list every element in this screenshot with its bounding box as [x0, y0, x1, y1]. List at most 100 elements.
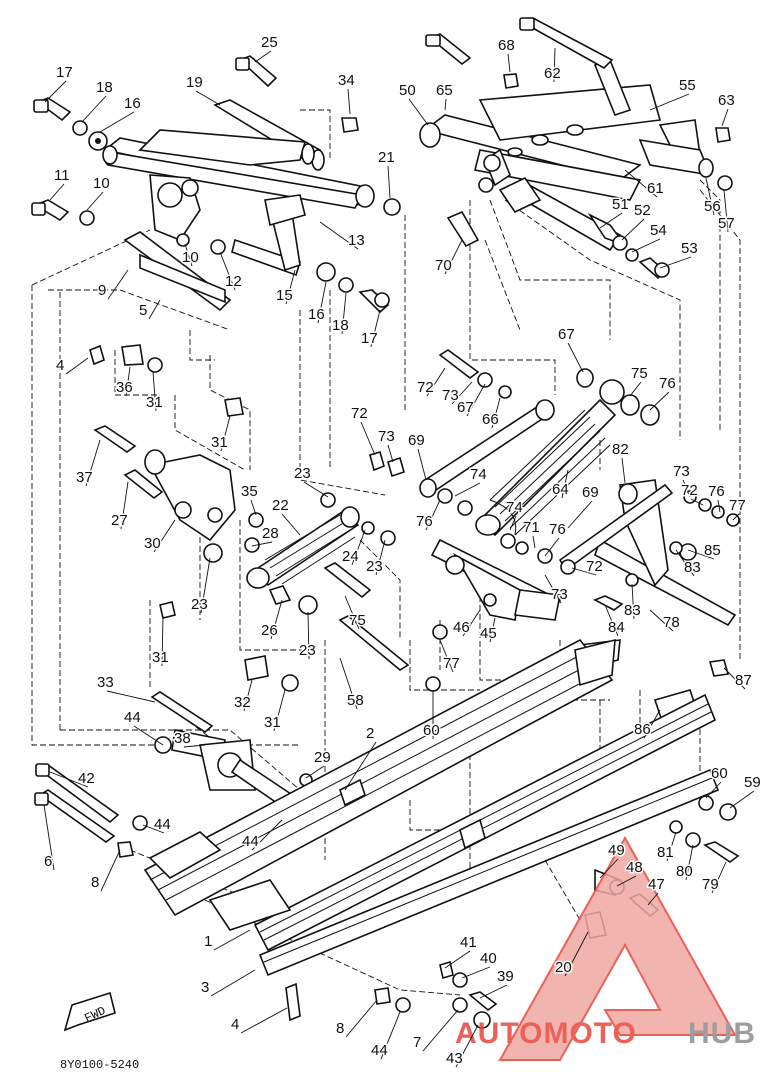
part-callout-41: 41: [460, 934, 477, 951]
callout-leader: [567, 342, 584, 373]
part-callout-19: 19: [186, 74, 203, 91]
part-callout-87: 87: [735, 672, 752, 689]
callout-leader: [281, 513, 301, 536]
callout-leader: [370, 309, 381, 348]
callout-leader: [599, 858, 619, 879]
part-callout-31: 31: [211, 434, 228, 451]
callout-leader: [426, 367, 446, 397]
part-callout-43: 43: [446, 1050, 463, 1067]
callout-leader: [532, 535, 536, 549]
callout-leader: [491, 397, 501, 429]
watermark-text-red: AUTOMOTO: [455, 1017, 637, 1050]
callout-leader: [148, 299, 161, 320]
callout-leader: [251, 819, 283, 851]
callout-leader: [544, 537, 560, 557]
callout-leader: [489, 617, 496, 643]
callout-leader: [107, 269, 129, 300]
part-callout-18: 18: [96, 79, 113, 96]
part-callout-17: 17: [361, 330, 378, 347]
part-callout-29: 29: [314, 749, 331, 766]
callout-leader: [49, 771, 89, 788]
callout-leader: [721, 108, 729, 127]
part-callout-72: 72: [351, 405, 368, 422]
callout-leader: [732, 513, 740, 521]
callout-leader: [723, 189, 729, 233]
part-callout-5: 5: [139, 302, 147, 319]
part-callout-21: 21: [378, 149, 395, 166]
part-callout-3: 3: [201, 979, 209, 996]
part-callout-23: 23: [299, 642, 316, 659]
part-callout-72: 72: [417, 379, 434, 396]
part-callout-65: 65: [436, 82, 453, 99]
part-callout-17: 17: [56, 64, 73, 81]
part-callout-33: 33: [97, 674, 114, 691]
callout-leader: [567, 500, 593, 529]
part-callout-1: 1: [204, 933, 212, 950]
callout-leader: [133, 725, 164, 746]
part-callout-20: 20: [555, 959, 572, 976]
part-callout-4: 4: [56, 357, 64, 374]
watermark-text-gray: HUB: [688, 1017, 756, 1050]
callout-leader: [479, 984, 508, 999]
part-callout-59: 59: [744, 774, 761, 791]
callout-leader: [705, 177, 715, 216]
callout-leader: [507, 53, 511, 73]
part-callout-58: 58: [347, 692, 364, 709]
part-callout-70: 70: [435, 257, 452, 274]
callout-leader: [240, 1007, 288, 1034]
rear-upper-arm-assembly: [419, 59, 714, 252]
part-callout-16: 16: [124, 95, 141, 112]
part-callout-9: 9: [98, 282, 106, 299]
fwd-direction-indicator: FWD: [63, 991, 116, 1032]
part-callout-84: 84: [608, 619, 625, 636]
callout-leader: [649, 93, 690, 111]
part-callout-42: 42: [78, 770, 95, 787]
part-callout-16: 16: [308, 306, 325, 323]
part-callout-31: 31: [264, 714, 281, 731]
part-callout-79: 79: [702, 876, 719, 893]
part-callout-4: 4: [231, 1016, 239, 1033]
part-callout-54: 54: [650, 222, 667, 239]
part-callout-48: 48: [626, 859, 643, 876]
part-callout-75: 75: [631, 365, 648, 382]
callout-leader: [153, 519, 176, 553]
callout-leader: [341, 292, 347, 335]
callout-leader: [360, 421, 376, 456]
callout-leader: [285, 269, 296, 305]
callout-leader: [100, 849, 121, 892]
automotohub-watermark: AUTOMOTO HUB: [455, 835, 756, 1061]
part-callout-10: 10: [93, 175, 110, 192]
callout-leader: [220, 415, 231, 452]
front-mount-bracket: [93, 397, 264, 563]
callout-leader: [152, 371, 157, 412]
callout-leader: [351, 529, 366, 566]
part-callout-51: 51: [612, 196, 629, 213]
part-callout-46: 46: [453, 619, 470, 636]
callout-leader: [649, 609, 674, 632]
part-callout-67: 67: [457, 399, 474, 416]
callout-leader: [251, 541, 273, 547]
part-callout-57: 57: [718, 215, 735, 232]
callout-leader: [455, 1024, 479, 1068]
part-callout-83: 83: [624, 602, 641, 619]
part-callout-82: 82: [612, 441, 629, 458]
part-callout-76: 76: [708, 483, 725, 500]
callout-leader: [544, 574, 562, 604]
part-callout-24: 24: [342, 548, 359, 565]
part-callout-12: 12: [225, 273, 242, 290]
callout-leader: [621, 218, 645, 241]
part-callout-2: 2: [366, 725, 374, 742]
part-callout-71: 71: [523, 519, 540, 536]
part-callout-22: 22: [272, 497, 289, 514]
callout-leader: [675, 549, 695, 577]
part-callout-7: 7: [413, 1034, 421, 1051]
part-callout-72: 72: [586, 558, 603, 575]
callout-leader: [553, 47, 556, 83]
part-callout-30: 30: [144, 535, 161, 552]
part-callout-6: 6: [44, 853, 52, 870]
callout-leader: [425, 499, 441, 531]
callout-leader: [451, 381, 473, 405]
callout-leader: [210, 969, 256, 997]
callout-leader: [161, 615, 164, 667]
part-callout-39: 39: [497, 968, 514, 985]
